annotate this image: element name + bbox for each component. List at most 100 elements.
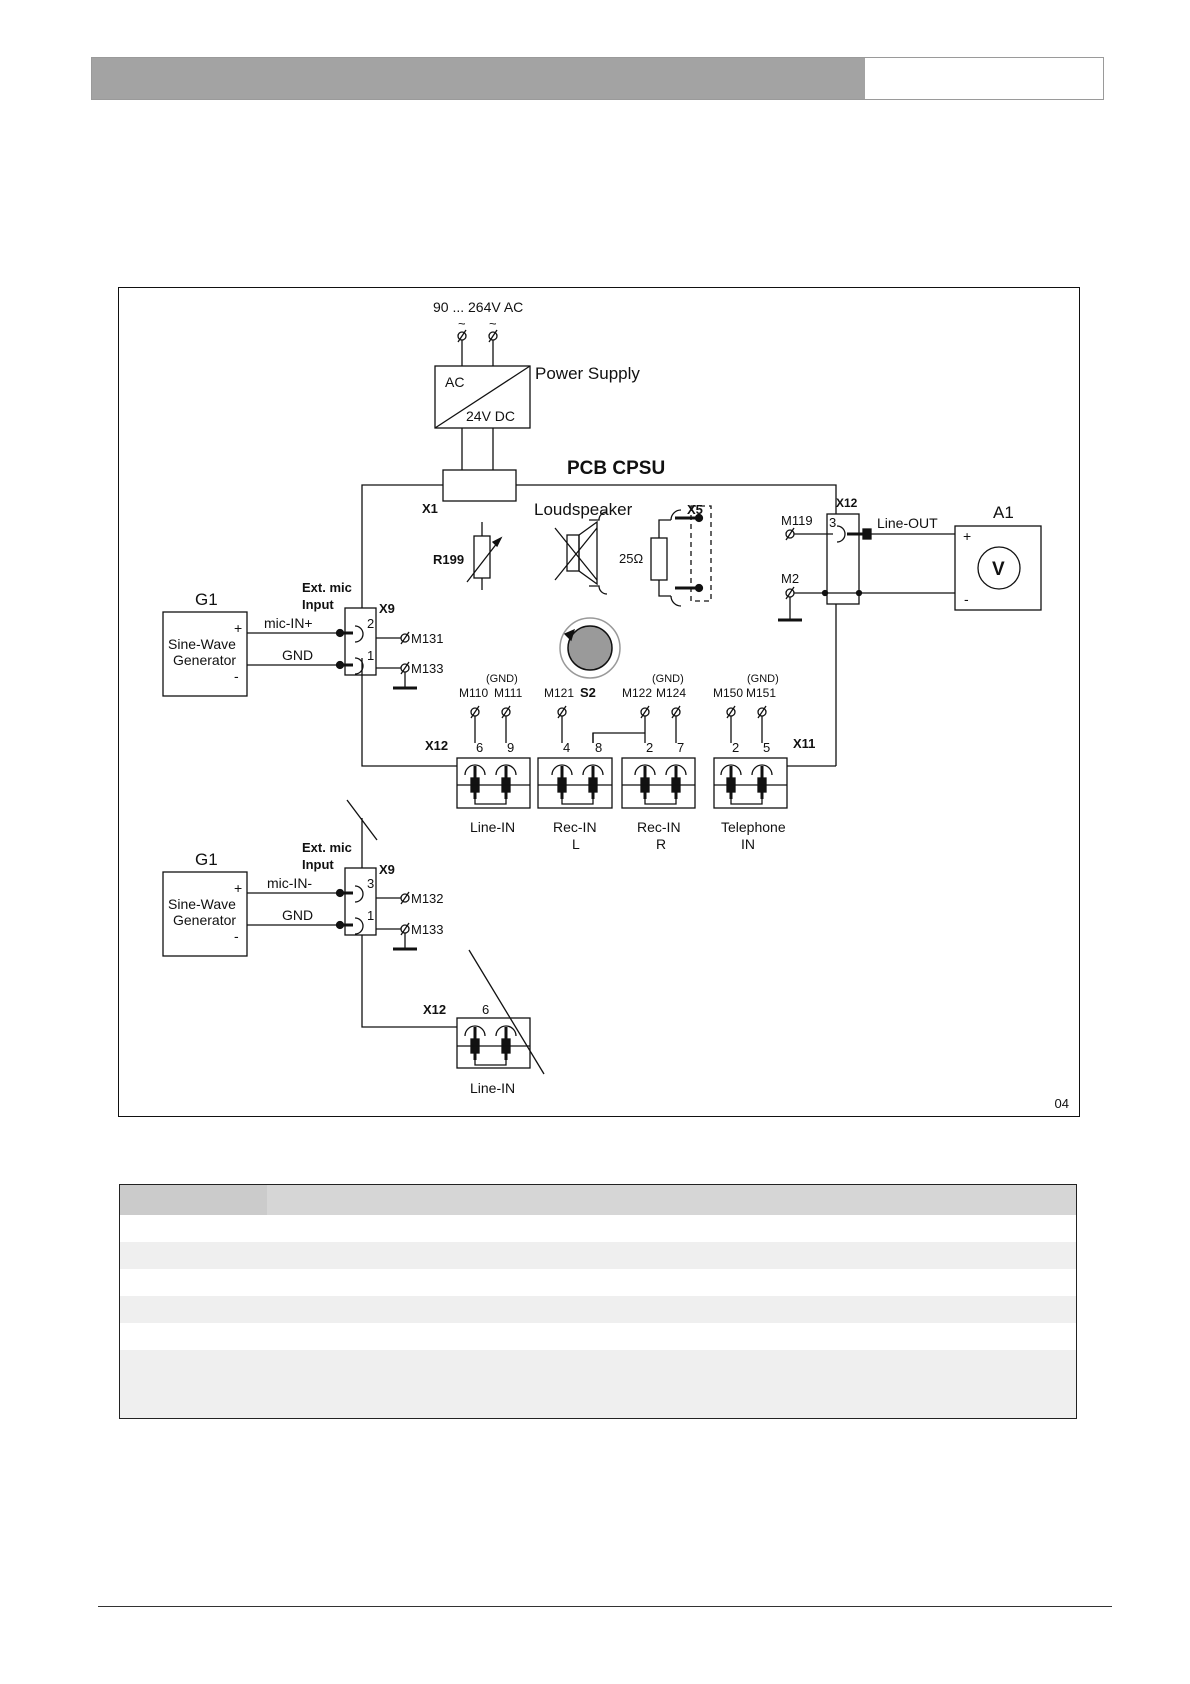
- voltmeter-dial: [977, 546, 1021, 590]
- voltmeter-minus: -: [964, 591, 969, 607]
- tilde-left: ~: [458, 316, 466, 331]
- testpoint-m122-label: M122: [622, 686, 652, 700]
- connector-x12-bottom-label: X12: [425, 738, 448, 753]
- legend-row: [120, 1269, 1076, 1296]
- testpoint-m150-label: M150: [713, 686, 743, 700]
- legend-table-header: [120, 1185, 1076, 1215]
- mic-in-plus-label: mic-IN+: [264, 615, 313, 631]
- generator-bottom-minus: -: [234, 928, 239, 944]
- generator-top-minus: -: [234, 668, 239, 684]
- knob-label: S2: [580, 685, 596, 700]
- connector-rec-in-l: [537, 757, 613, 809]
- resistor-label: R199: [433, 552, 464, 567]
- generator-top-name-1: Sine-Wave: [168, 636, 236, 652]
- pin-2-label-rec: 2: [646, 740, 653, 755]
- pin-2-label-x9: 2: [367, 616, 374, 631]
- loudspeaker-symbol: [554, 511, 608, 595]
- generator-bottom-plus: +: [234, 880, 242, 896]
- legend-row: [120, 1242, 1076, 1269]
- legend-row: [120, 1215, 1076, 1242]
- line-in-label: Line-IN: [470, 819, 515, 835]
- load-resistor: [650, 519, 671, 597]
- pcb-outline-left-top: [361, 484, 443, 608]
- testpoint-m131-label: M131: [411, 631, 444, 646]
- generator-top-plus: +: [234, 620, 242, 636]
- generator-g1-bottom-label: G1: [195, 850, 218, 869]
- legend-row: [120, 1296, 1076, 1323]
- testpoint-m111-label: M111: [494, 686, 523, 700]
- power-supply-dc: 24V DC: [466, 408, 515, 424]
- trim-resistor-r199: [466, 522, 503, 590]
- pin-9-label: 9: [507, 740, 514, 755]
- testpoint-m133-top-label: M133: [411, 661, 444, 676]
- connector-x12-top-label: X12: [836, 496, 858, 510]
- voltmeter-plus: +: [963, 528, 971, 544]
- generator-g1-top-label: G1: [195, 590, 218, 609]
- gnd-label-m124: (GND): [652, 673, 684, 685]
- pin-1-label-x9-bottom: 1: [367, 908, 374, 923]
- break-line-bottom: [468, 949, 545, 1075]
- pin-4-label: 4: [563, 740, 570, 755]
- connector-x9-bottom-label: X9: [379, 862, 395, 877]
- socket-pins-lower: [457, 1025, 530, 1066]
- tilde-right: ~: [489, 316, 497, 331]
- circuit-schematic: 90 ... 264V AC ~ ~ AC 24V DC Power Suppl…: [162, 299, 1042, 1096]
- connector-x9-bottom: [344, 867, 377, 936]
- voltmeter-symbol: V: [992, 559, 1005, 580]
- connector-x11-label: X11: [793, 736, 815, 751]
- sine-wave-generator-bottom: [162, 871, 248, 957]
- legend-row: [120, 1323, 1076, 1350]
- load-resistor-label: 25Ω: [619, 551, 643, 566]
- generator-bottom-name-2: Generator: [173, 912, 236, 928]
- testpoint-m132: [400, 891, 410, 905]
- line-out-label: Line-OUT: [877, 515, 938, 531]
- generator-bottom-name-1: Sine-Wave: [168, 896, 236, 912]
- connector-line-in: [456, 757, 531, 809]
- line-in-lower-label: Line-IN: [470, 1080, 515, 1096]
- testpoint-m119: [785, 527, 795, 541]
- testpoint-m124-label: M124: [656, 686, 686, 700]
- loudspeaker-label: Loudspeaker: [534, 500, 633, 519]
- power-supply-box: [434, 365, 531, 429]
- telephone-in-label-2: IN: [741, 836, 755, 852]
- generator-top-name-2: Generator: [173, 652, 236, 668]
- pcb-title: PCB CPSU: [567, 458, 665, 479]
- gnd-label-m151: (GND): [747, 673, 779, 685]
- telephone-in-label: Telephone: [721, 819, 786, 835]
- testpoint-m151-label: M151: [746, 686, 776, 700]
- ext-mic-label-bottom: Ext. mic: [302, 840, 352, 855]
- testpoint-m2-label: M2: [781, 571, 799, 586]
- ext-mic-input-label-top: Input: [302, 597, 334, 612]
- connector-x1: [442, 469, 517, 502]
- jumper-x5: [670, 505, 712, 607]
- gnd-label-m111: (GND): [486, 673, 518, 685]
- testpoint-m121-label: M121: [544, 686, 574, 700]
- voltmeter-a1-label: A1: [993, 503, 1014, 522]
- gnd-label-top: GND: [282, 647, 313, 663]
- rec-in-r-channel: R: [656, 836, 666, 852]
- connector-x12-lineout: [826, 513, 860, 605]
- connector-x9-top-label: X9: [379, 601, 395, 616]
- pin-3-label-x9: 3: [367, 876, 374, 891]
- volume-knob-s2: [559, 617, 621, 679]
- mic-in-minus-label: mic-IN-: [267, 875, 312, 891]
- pin-6-label: 6: [476, 740, 483, 755]
- connector-line-in-lower: [456, 1017, 531, 1069]
- power-supply-ac: AC: [445, 374, 464, 390]
- socket-pins-bottom-row: [457, 764, 787, 805]
- connector-x9-top: [344, 607, 377, 676]
- header-fill: [92, 58, 865, 99]
- legend-table: [119, 1184, 1077, 1419]
- pin-3-label: 3: [829, 515, 836, 530]
- figure-number: 04: [1054, 1096, 1069, 1111]
- supply-voltage-label: 90 ... 264V AC: [433, 299, 523, 315]
- sine-wave-generator-top: [162, 611, 248, 697]
- testpoint-m131: [400, 631, 410, 645]
- pin-5-label: 5: [763, 740, 770, 755]
- testpoint-m119-label: M119: [781, 513, 813, 528]
- connector-rec-in-r: [621, 757, 696, 809]
- pin-6-label-lower: 6: [482, 1002, 489, 1017]
- connector-x1-label: X1: [422, 501, 438, 516]
- power-supply-label: Power Supply: [535, 364, 640, 383]
- pin-8-label: 8: [595, 740, 602, 755]
